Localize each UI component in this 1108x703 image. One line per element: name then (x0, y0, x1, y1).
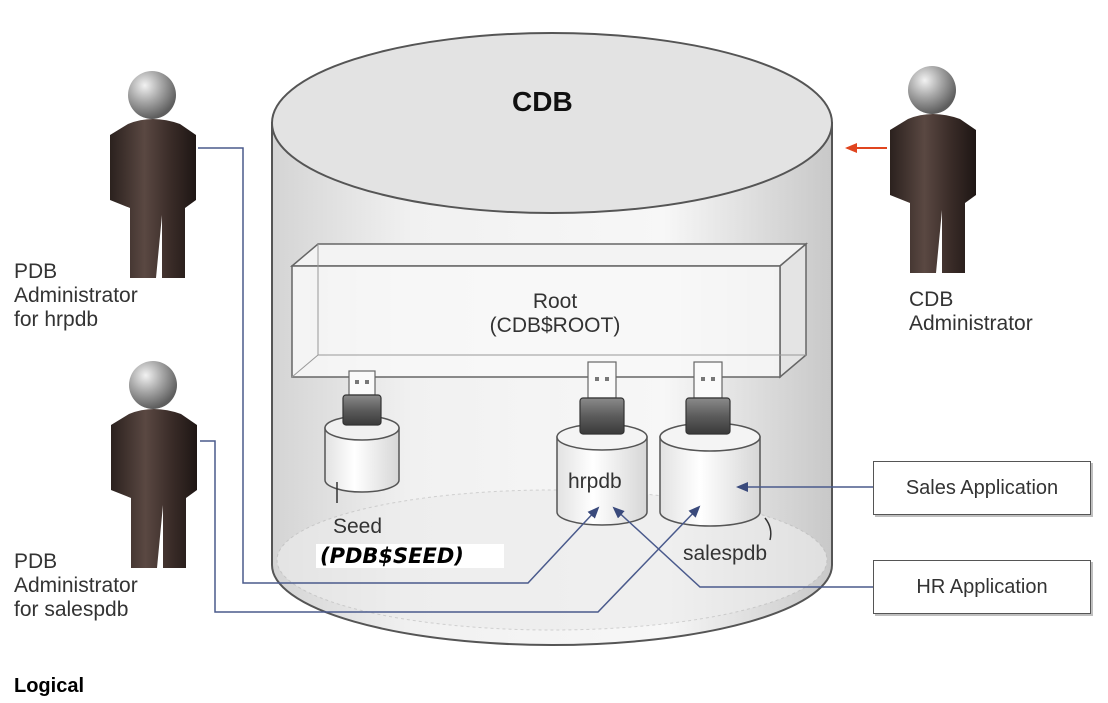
sales-application-box: Sales Application (873, 461, 1091, 515)
person-icon (111, 361, 197, 568)
hrpdb-label: hrpdb (568, 470, 622, 493)
view-label: Logical (14, 675, 85, 697)
sales-admin-label-line: Administrator (14, 574, 138, 597)
sales-admin-label-line: for salespdb (14, 598, 129, 621)
person-icon (890, 66, 976, 273)
seed-sublabel: (PDB$SEED) (316, 544, 504, 568)
usb-plug-icon (579, 361, 625, 435)
usb-plug-icon (685, 361, 731, 435)
seed-label: Seed (333, 515, 383, 538)
sales-admin-connector (200, 440, 701, 613)
hr-admin-label: PDB Administrator for hrpdb (14, 260, 138, 332)
root-label: Root (CDB$ROOT) (455, 290, 655, 338)
cdb-admin-label: CDB Administrator (909, 288, 1033, 336)
hr-admin-label-line: Administrator (14, 284, 138, 307)
hr-app-connector (612, 506, 873, 588)
salespdb-cylinder (659, 422, 772, 541)
usb-plug-icon (342, 370, 382, 426)
person-icon (110, 71, 196, 278)
root-label-line2: (CDB$ROOT) (489, 314, 621, 337)
cdb-admin-label-line: Administrator (909, 312, 1033, 335)
hr-admin-label-line: for hrpdb (14, 308, 99, 331)
salespdb-label: salespdb (683, 542, 768, 565)
cdb-admin-label-line: CDB (909, 288, 954, 311)
hr-application-box: HR Application (873, 560, 1091, 614)
sales-admin-label-line: PDB (14, 550, 58, 573)
hr-admin-label-line: PDB (14, 260, 58, 283)
sales-admin-label: PDB Administrator for salespdb (14, 550, 138, 622)
hr-admin-connector (198, 147, 600, 584)
root-label-line1: Root (532, 290, 578, 313)
root-container (289, 242, 809, 379)
cdb-title: CDB (512, 86, 573, 117)
